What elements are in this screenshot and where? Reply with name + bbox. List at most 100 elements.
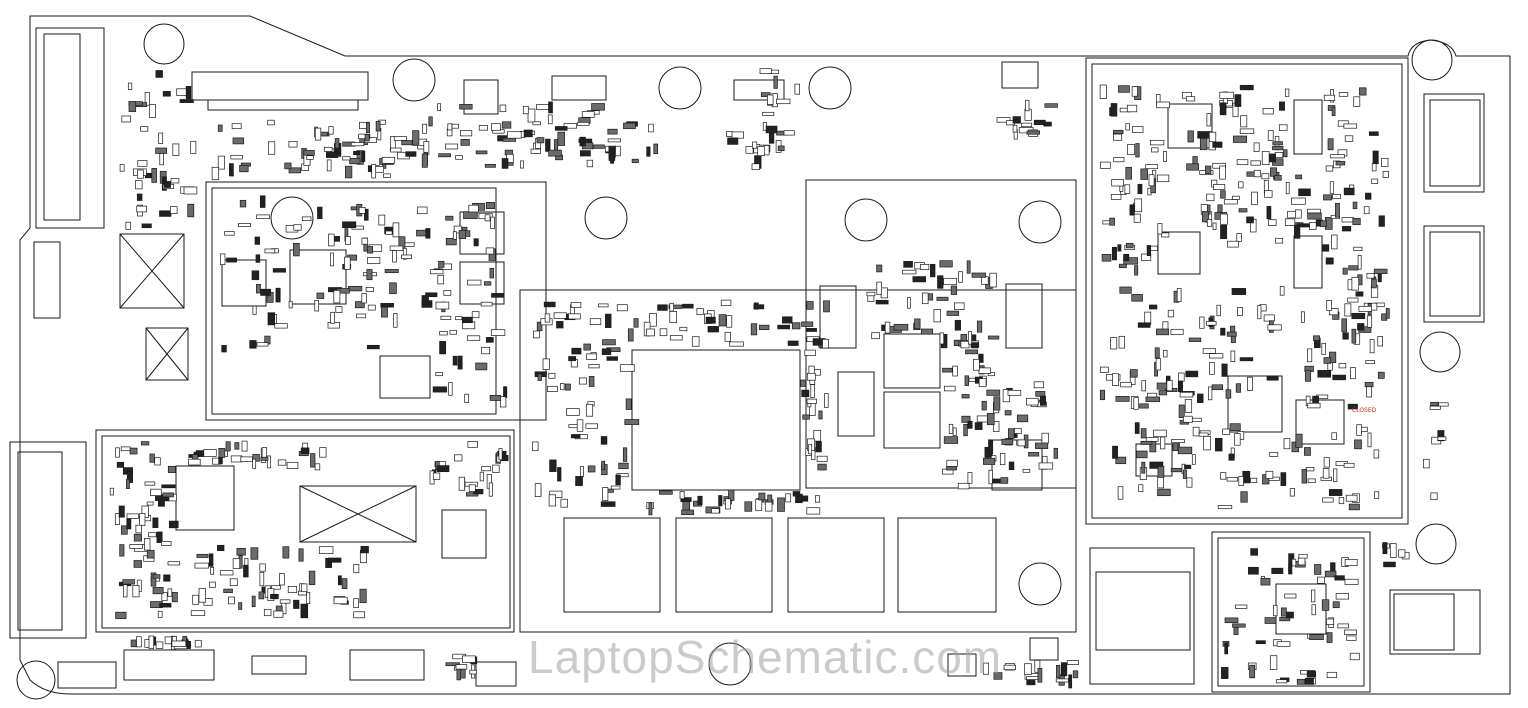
smd-part (1111, 246, 1117, 261)
left-bottom-connector (9, 441, 87, 639)
smd-part (300, 447, 310, 455)
smd-part (146, 549, 155, 559)
smd-part (437, 103, 441, 112)
smd-part (1272, 146, 1284, 151)
smd-part (115, 447, 120, 458)
smd-part (616, 304, 628, 312)
smd-part (1022, 468, 1031, 473)
smd-part (534, 483, 542, 497)
smd-part (164, 181, 171, 188)
smd-part (557, 131, 565, 146)
smd-part (1024, 663, 1032, 675)
smd-part (1271, 567, 1284, 574)
smd-part (1003, 664, 1016, 671)
smd-part (125, 221, 131, 230)
smd-part (1157, 476, 1164, 489)
smd-part (627, 328, 634, 342)
smd-part (162, 492, 174, 498)
smd-part (345, 165, 353, 179)
smd-part (930, 263, 936, 278)
smd-part (1332, 374, 1346, 381)
smd-part (435, 301, 450, 310)
smd-part (170, 206, 178, 214)
smd-part (300, 603, 309, 619)
smd-part (1365, 360, 1375, 364)
smd-part (726, 315, 733, 328)
smd-part (1267, 324, 1282, 331)
smd-part (1162, 321, 1169, 330)
smd-part (992, 478, 1001, 484)
smd-part (1156, 328, 1169, 336)
smd-part (1238, 476, 1244, 486)
smd-part (764, 501, 773, 512)
smd-part (1332, 601, 1340, 609)
smd-part (986, 412, 995, 426)
smd-part (967, 472, 973, 484)
smd-part (578, 377, 587, 385)
smd-part (306, 155, 314, 160)
smd-part (948, 423, 954, 434)
smd-part (298, 548, 304, 562)
smd-part (270, 593, 279, 600)
smd-part (625, 398, 632, 410)
smd-part (392, 222, 400, 238)
smd-part (983, 662, 989, 675)
memory-chip-3 (787, 517, 885, 613)
smd-part (279, 599, 291, 604)
smd-part (1246, 216, 1254, 224)
smd-part (659, 490, 673, 495)
smd-part (471, 311, 480, 319)
smd-part (1423, 458, 1430, 469)
smd-part (252, 458, 257, 469)
smd-part (1305, 677, 1314, 685)
smd-part (545, 138, 551, 152)
smd-part (1203, 435, 1211, 451)
smd-part (203, 449, 217, 457)
smd-part (691, 336, 700, 347)
smd-part (533, 330, 540, 339)
smd-part (1209, 353, 1224, 359)
smd-part (600, 501, 616, 507)
smd-part (553, 312, 567, 319)
smd-part (523, 129, 533, 138)
smd-part (157, 499, 165, 507)
smd-part (1285, 182, 1290, 195)
smd-part (250, 547, 259, 560)
smd-part (1225, 389, 1232, 399)
smd-part (1188, 337, 1202, 342)
smd-part (217, 155, 225, 170)
smd-part (1211, 384, 1224, 391)
smd-part (1099, 389, 1106, 401)
smd-part (360, 545, 369, 554)
smd-part (731, 131, 744, 139)
smd-part (232, 558, 241, 569)
smd-part (1430, 492, 1438, 501)
smd-part (1280, 607, 1287, 617)
smd-part (988, 469, 993, 485)
smd-part (1208, 131, 1217, 143)
smd-part (1307, 402, 1321, 409)
smd-part (455, 664, 468, 670)
smd-part (133, 533, 142, 542)
smd-part (952, 365, 958, 377)
smd-part (1129, 204, 1135, 216)
smd-part (328, 126, 334, 135)
smd-part (1272, 141, 1283, 146)
smd-part (946, 459, 958, 467)
smd-part (480, 301, 493, 307)
smd-part (271, 585, 281, 590)
smd-part (1275, 237, 1284, 244)
smd-part (1364, 381, 1374, 388)
smd-part (428, 116, 433, 127)
smd-part (1215, 437, 1223, 452)
smd-part (354, 301, 365, 309)
smd-part (240, 456, 253, 462)
smd-part (466, 335, 481, 341)
smd-part (126, 513, 139, 519)
smd-part (491, 123, 501, 131)
smd-part (1239, 84, 1254, 91)
smd-part (537, 373, 542, 381)
smd-part (1283, 149, 1288, 158)
smd-part (530, 148, 541, 154)
smd-part (1012, 124, 1018, 133)
